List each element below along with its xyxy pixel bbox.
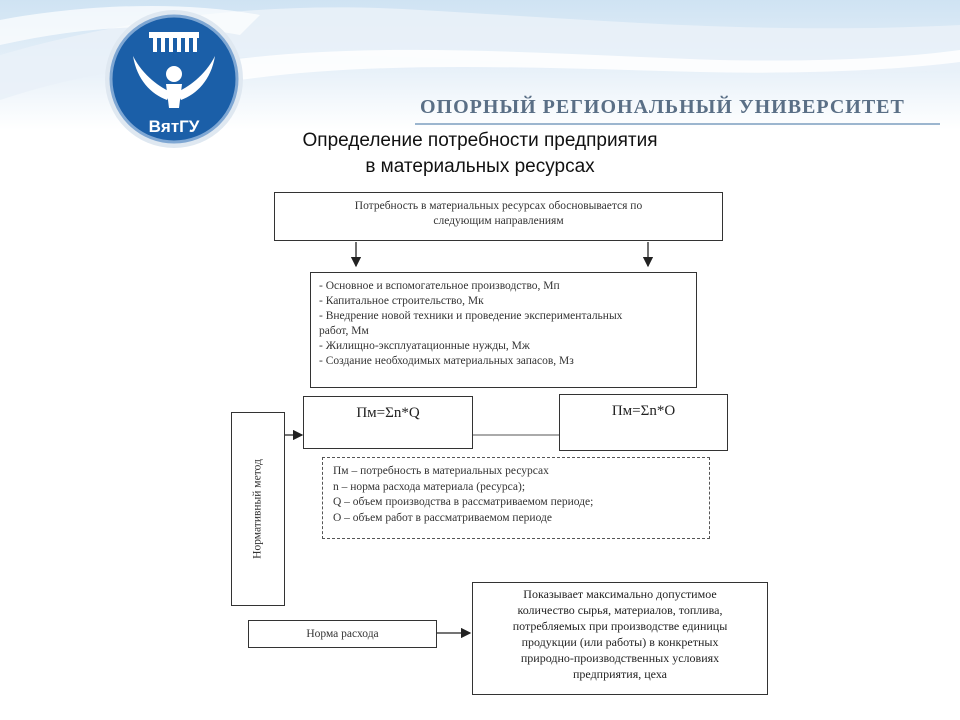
formula-production: Пм=Σn*Q	[303, 396, 473, 449]
consumption-norm-description: Показывает максимально допустимое количе…	[472, 582, 768, 695]
formula-works: Пм=Σn*О	[559, 394, 728, 451]
description-line: продукции (или работы) в конкретных	[481, 634, 759, 650]
directions-heading-line-1: Потребность в материальных ресурсах обос…	[289, 199, 708, 214]
list-item: - Создание необходимых материальных запа…	[319, 354, 688, 369]
list-item: - Капитальное строительство, Мк	[319, 294, 688, 309]
normative-method-label: Нормативный метод	[251, 459, 266, 559]
description-line: Показывает максимально допустимое	[481, 586, 759, 602]
list-item: работ, Мм	[319, 324, 688, 339]
directions-heading-line-2: следующим направлениям	[289, 214, 708, 229]
description-line: предприятия, цеха	[481, 666, 759, 682]
description-line: потребляемых при производстве единицы	[481, 618, 759, 634]
legend-item: Q – объем производства в рассматриваемом…	[333, 495, 699, 511]
directions-list: - Основное и вспомогательное производств…	[310, 272, 697, 388]
legend-item: n – норма расхода материала (ресурса);	[333, 480, 699, 496]
description-line: природно-производственных условиях	[481, 650, 759, 666]
legend-item: О – объем работ в рассматриваемом период…	[333, 511, 699, 527]
directions-heading-box: Потребность в материальных ресурсах обос…	[274, 192, 723, 241]
legend-item: Пм – потребность в материальных ресурсах	[333, 464, 699, 480]
consumption-norm-box: Норма расхода	[248, 620, 437, 648]
list-item: - Основное и вспомогательное производств…	[319, 279, 688, 294]
list-item: - Внедрение новой техники и проведение э…	[319, 309, 688, 324]
list-item: - Жилищно-эксплуатационные нужды, Мж	[319, 339, 688, 354]
formula-legend: Пм – потребность в материальных ресурсах…	[322, 457, 710, 539]
normative-method-box: Нормативный метод	[231, 412, 285, 606]
description-line: количество сырья, материалов, топлива,	[481, 602, 759, 618]
